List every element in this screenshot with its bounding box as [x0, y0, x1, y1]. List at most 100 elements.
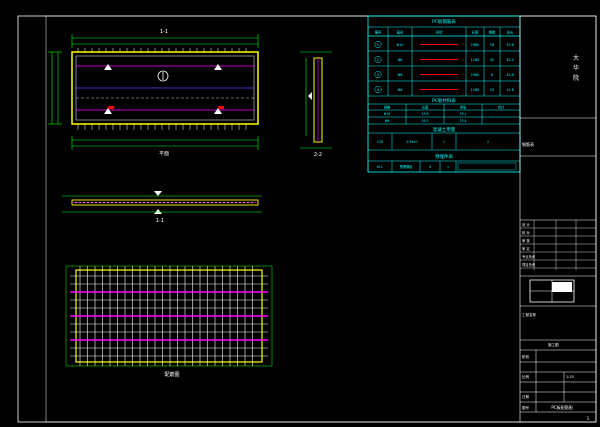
- rebar-dot: [111, 201, 113, 204]
- rebar-table-title: PC板钢筋表: [432, 18, 456, 25]
- table-cell: 3: [377, 73, 379, 77]
- rebar-plan-view: 配筋图: [65, 265, 273, 378]
- project-label: 工程名称: [522, 312, 536, 317]
- table-cell: 30: [490, 58, 494, 62]
- rebar-dot: [131, 201, 133, 204]
- summary-header: 长度: [422, 105, 429, 110]
- table-cell: 11.8: [506, 88, 514, 92]
- table-cell: Φ8: [398, 73, 403, 77]
- rebar-dot: [239, 201, 241, 204]
- signature-row-label: 项目负责: [522, 262, 536, 267]
- rebar-dot: [139, 201, 141, 204]
- rebar-dot: [159, 201, 161, 204]
- rebar-dot: [143, 201, 145, 204]
- table-header: 直径: [397, 30, 404, 35]
- scale-value: 1:25: [566, 375, 574, 379]
- table-cell: Φ10: [397, 43, 404, 47]
- rebar-dot: [107, 201, 109, 204]
- section-2-2-view: 2-2: [300, 51, 332, 158]
- summary-header: 合计: [498, 105, 505, 110]
- rebar-dot: [127, 201, 129, 204]
- rebar-grid: [70, 266, 268, 366]
- red-embed-mark: [218, 106, 224, 109]
- drawing-title: PC板配筋图: [551, 404, 572, 410]
- plan-bottom-rebar-ticks: [77, 124, 247, 130]
- table-cell: 1180: [471, 88, 480, 92]
- rebar-dot: [103, 201, 105, 204]
- stage-value: 施工图: [548, 342, 559, 347]
- stage-label: 阶段: [522, 354, 530, 359]
- rebar-plan-title: 配筋图: [164, 371, 179, 378]
- table-header: 形状: [436, 30, 443, 35]
- rebar-dot: [115, 201, 117, 204]
- rebar-dot: [179, 201, 181, 204]
- drawing-no-label: 图号: [522, 405, 530, 410]
- table-cell: 2980: [471, 73, 480, 77]
- rebar-mark-circle: [374, 56, 382, 63]
- rebar-mark-circle: [374, 71, 382, 78]
- rebar-dot: [191, 201, 193, 204]
- rebar-dot: [155, 201, 157, 204]
- section-1-1-view: 1-1: [62, 191, 262, 224]
- embed-cell: M-1: [377, 165, 383, 169]
- table-header: 根数: [489, 30, 496, 35]
- rebar-dot: [87, 201, 89, 204]
- rebar-dot: [195, 201, 197, 204]
- embed-cell: 预埋钢板: [400, 164, 414, 169]
- rebar-dot: [175, 201, 177, 204]
- rebar-dot: [227, 201, 229, 204]
- embed-cell: 4: [429, 165, 431, 169]
- concrete-table-title: 混凝土用量: [433, 126, 456, 133]
- company-char-1: 大: [573, 54, 579, 62]
- rebar-dot: [79, 201, 81, 204]
- table-cell: 53.6: [506, 43, 514, 47]
- summary-header: 规格: [384, 105, 391, 110]
- rebar-dot: [223, 201, 225, 204]
- summary-cell: 53.6: [421, 112, 428, 116]
- table-cell: 35.4: [506, 58, 514, 62]
- rebar-dot: [183, 201, 185, 204]
- signature-row-label: 设 计: [522, 222, 530, 227]
- concrete-cell: 1: [443, 140, 445, 144]
- lifting-point-marker: [214, 108, 222, 114]
- summary-cell: 33.1: [459, 112, 466, 116]
- rebar-dot: [91, 201, 93, 204]
- rebar-dot: [215, 201, 217, 204]
- rebar-dot: [219, 201, 221, 204]
- rebar-mark-circle: [374, 86, 382, 93]
- table-cell: Φ8: [398, 58, 403, 62]
- summary-header: 重量: [460, 105, 467, 110]
- signature-row-label: 专业负责: [522, 254, 536, 259]
- section-1-1-label: 1-1: [156, 218, 164, 224]
- company-char-3: 院: [573, 74, 579, 82]
- rebar-dot: [163, 201, 165, 204]
- table-cell: 18: [490, 43, 494, 47]
- table-cell: 1180: [471, 58, 480, 62]
- summary-cell: Φ8: [385, 119, 390, 123]
- rebar-dot: [203, 201, 205, 204]
- plan-view: 1-1 平面: [48, 29, 259, 157]
- lifting-point-marker: [214, 64, 222, 70]
- summary-cell: 59.2: [421, 119, 428, 123]
- summary-cell: 23.4: [459, 119, 466, 123]
- section-rebar-dots: [75, 201, 253, 204]
- rebar-dot: [211, 201, 213, 204]
- table-cell: 2980: [471, 43, 480, 47]
- signature-row-label: 审 定: [522, 246, 530, 251]
- lifting-point-marker: [104, 108, 112, 114]
- lifting-point-marker: [104, 64, 112, 70]
- table-header: 长度: [472, 30, 479, 35]
- slab-outline: [71, 51, 259, 125]
- table-cell: 4: [377, 88, 379, 92]
- company-char-2: 华: [573, 64, 579, 72]
- rebar-dot: [95, 201, 97, 204]
- embed-table-title: 预埋件表: [435, 153, 453, 160]
- red-embed-mark: [108, 106, 114, 109]
- rebar-dot: [167, 201, 169, 204]
- signature-row-label: 校 对: [522, 230, 530, 235]
- rebar-dot: [135, 201, 137, 204]
- table-cell: 10: [490, 88, 494, 92]
